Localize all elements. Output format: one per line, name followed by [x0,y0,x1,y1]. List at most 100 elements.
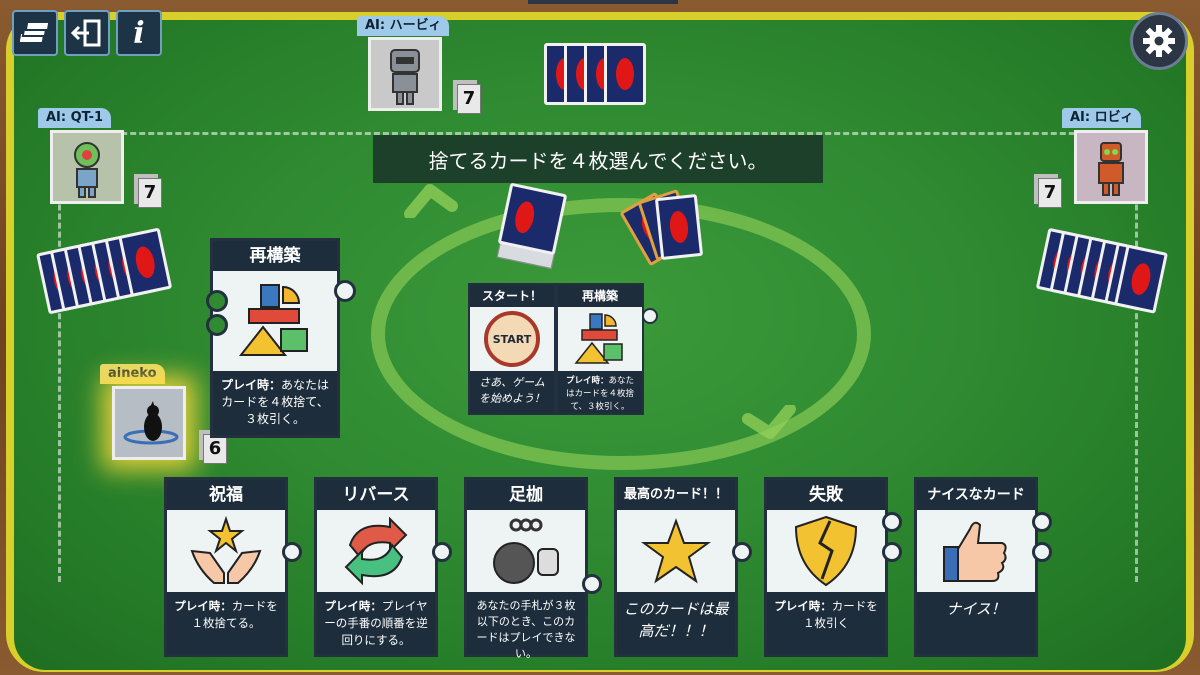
building-blocks-icon [238,284,308,356]
play-area-border [58,132,1138,582]
puzzle-tab [334,280,356,302]
hand-card-reverse[interactable]: リバース プレイ時：プレイヤーの手番の順番を逆回りにする。 [314,477,438,657]
ring-arrow-top-icon [404,184,458,218]
hand-count-top: 7 [457,84,481,114]
puzzle-slot [206,314,228,336]
played-card-start: スタート！ START さあ、ゲームを始めよう！ [468,283,556,415]
card-description: あなたの手札が３枚以下のとき、このカードはプレイできない。 [467,592,585,660]
played-card-rebuild: 再構築 プレイ時：あなたはカードを４枚捨て、３枚引く。 [556,283,644,415]
card-desc-bold: プレイ時： [220,378,281,392]
avatar-left[interactable] [50,130,124,204]
building-blocks-icon [574,313,623,364]
card-title: スタート！ [470,285,554,307]
card-art [767,510,885,592]
card-art [167,510,285,592]
card-title: 足枷 [467,480,585,510]
card-desc-bold: プレイ時： [565,376,609,386]
hand-count-me: 6 [203,434,227,464]
card-back [604,43,646,105]
player-name-left: AI: QT-1 [38,108,112,128]
card-desc-text: カードを１枚捨てる。 [191,599,278,630]
card-title: 失敗 [767,480,885,510]
card-description: プレイ時：カードを１枚捨てる。 [167,592,285,654]
robot-avatar-icon [390,49,420,105]
hand-card-best[interactable]: 最高のカード！！ このカードは最高だ！！！ [614,477,738,657]
thumbs-up-icon [943,521,1007,582]
deck-button[interactable] [12,10,58,56]
card-title: 最高のカード！！ [617,480,735,510]
hand-card-blessing[interactable]: 祝福 プレイ時：カードを１枚捨てる。 [164,477,288,657]
card-art: START [470,307,554,371]
card-title: リバース [317,480,435,510]
player-name-right: AI: ロビィ [1062,108,1142,128]
card-description: プレイ時：あなたはカードを４枚捨て、３枚引く。 [558,371,642,413]
card-back [654,193,704,261]
robot-avatar-icon [1098,142,1124,196]
card-title: ナイスなカード [917,480,1035,510]
ring-arrow-bottom-icon [742,405,796,439]
puzzle-tab [882,542,902,562]
card-description: プレイ時：プレイヤーの手番の順番を逆回りにする。 [317,592,435,654]
card-description: さあ、ゲームを始めよう！ [470,371,554,413]
info-button[interactable]: i [116,10,162,56]
card-description: プレイ時：あなたはカードを４枚捨て、３枚引く。 [213,371,337,435]
card-desc-text: プレイヤーの手番の順番を逆回りにする。 [324,599,428,647]
robot-avatar-icon [74,142,100,198]
selected-card[interactable]: 再構築 プレイ時：あなたはカードを４枚捨て、３枚引く。 [210,238,340,438]
card-back [497,182,568,256]
puzzle-tab [1032,542,1052,562]
player-name-me: aineko [100,364,165,384]
avatar-top[interactable] [368,37,442,111]
star-icon [640,518,712,584]
hand-card-shackle[interactable]: 足枷 あなたの手札が３枚以下のとき、このカードはプレイできない。 [464,477,588,660]
card-desc-text: カードを１枚引く [803,599,878,630]
top-bar [528,0,678,4]
hand-count-left: 7 [138,178,162,208]
card-desc-text: あなたはカードを４枚捨て、３枚引く。 [565,376,635,412]
card-description: ナイス！ [917,592,1035,654]
exit-button[interactable] [64,10,110,56]
card-art [617,510,735,592]
card-description: プレイ時：カードを１枚引く [767,592,885,654]
player-name-top: AI: ハービィ [357,16,450,36]
settings-button[interactable] [1130,12,1188,70]
card-art [558,307,642,371]
cat-avatar-icon [123,401,179,445]
puzzle-slot [206,290,228,312]
broken-shield-icon [794,515,858,587]
card-desc-text: あなたはカードを４枚捨て、３枚引く。 [221,378,330,426]
card-desc-bold: プレイ時： [174,599,232,613]
info-icon: i [133,15,145,51]
card-desc-bold: プレイ時： [324,599,382,613]
card-art [317,510,435,592]
card-title: 再構築 [213,241,337,271]
avatar-me[interactable] [112,386,186,460]
puzzle-tab [582,574,602,594]
start-badge-icon: START [484,311,540,367]
exit-door-icon [71,19,101,47]
reverse-arrows-icon [344,516,408,586]
puzzle-tab [732,542,752,562]
puzzle-tab [1032,512,1052,532]
card-description: このカードは最高だ！！！ [617,592,735,654]
avatar-right[interactable] [1074,130,1148,204]
card-art [467,510,585,592]
puzzle-tab [882,512,902,532]
puzzle-tab [282,542,302,562]
gear-icon [1143,25,1175,57]
card-deck-icon [20,21,50,42]
puzzle-tab [642,308,658,324]
shackle-ball-icon [493,518,559,584]
card-title: 再構築 [558,285,642,307]
hand-card-failure[interactable]: 失敗 プレイ時：カードを１枚引く [764,477,888,657]
card-art [213,271,337,371]
hand-count-right: 7 [1038,178,1062,208]
hand-card-nice[interactable]: ナイスなカード ナイス！ [914,477,1038,657]
instruction-message: 捨てるカードを４枚選んでください。 [373,135,823,183]
card-desc-bold: プレイ時： [774,599,832,613]
blessing-hands-icon [190,515,262,584]
card-art [917,510,1035,592]
puzzle-tab [432,542,452,562]
discard-pile[interactable] [619,189,714,267]
card-title: 祝福 [167,480,285,510]
